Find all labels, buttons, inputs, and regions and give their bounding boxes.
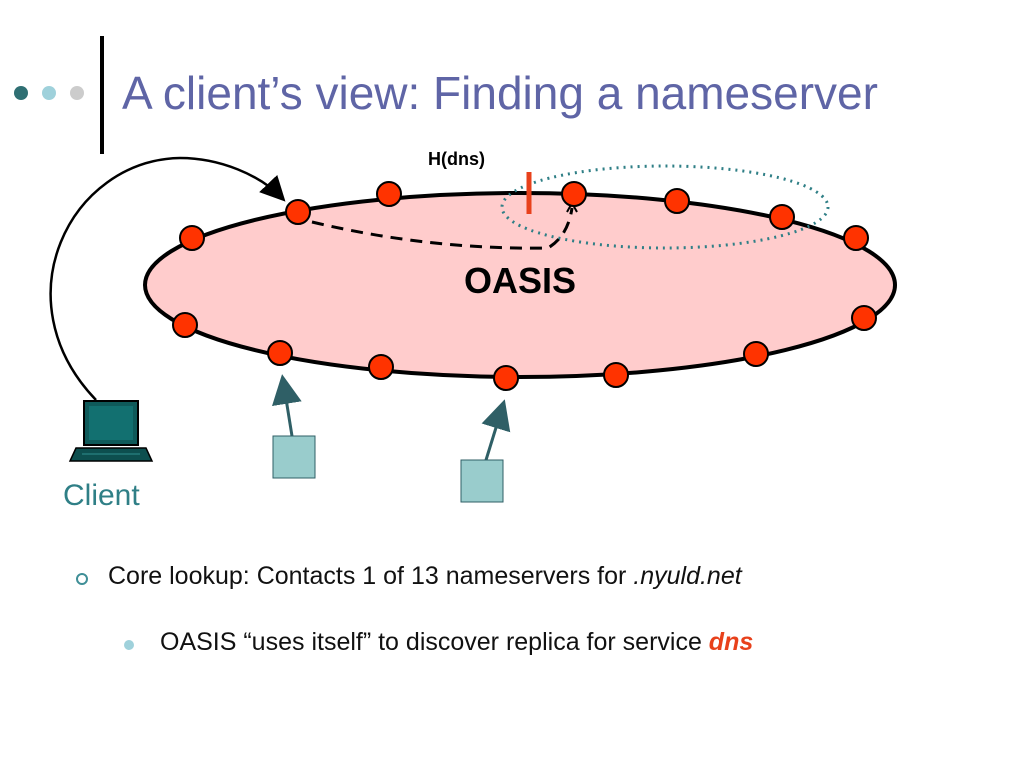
laptop-icon <box>68 400 154 462</box>
ring-node <box>843 225 869 251</box>
bullet-text-main: OASIS “uses itself” to discover replica … <box>160 628 709 656</box>
slide-title: A client’s view: Finding a nameserver <box>122 67 878 119</box>
ring-label: OASIS <box>464 260 576 301</box>
bullet-marker <box>76 573 88 585</box>
ring-node <box>851 305 877 331</box>
ring-node <box>493 365 519 391</box>
ring-node <box>743 341 769 367</box>
ring-node <box>376 181 402 207</box>
service-emphasis: dns <box>708 628 754 656</box>
decoration-dot <box>42 86 56 100</box>
replica-server-box <box>272 435 316 479</box>
oasis-ring <box>143 191 897 379</box>
ring-node <box>603 362 629 388</box>
lookup-path <box>311 207 574 250</box>
bullet-marker <box>124 640 134 650</box>
ring-node <box>285 199 311 225</box>
bullet-text: OASIS “uses itself” to discover replica … <box>160 628 753 657</box>
ring-node <box>664 188 690 214</box>
bullet-text: Core lookup: Contacts 1 of 13 nameserver… <box>108 562 742 591</box>
replica-server-box <box>460 459 504 503</box>
client-label: Client <box>63 479 140 512</box>
hash-label: H(dns) <box>428 149 485 169</box>
ring-node <box>561 181 587 207</box>
title-decoration-dots <box>14 86 94 106</box>
replica-arrow <box>271 374 302 437</box>
title-divider <box>100 36 104 154</box>
domain-emphasis: .nyuld.net <box>633 562 742 590</box>
ring-node <box>179 225 205 251</box>
ring-node <box>172 312 198 338</box>
bullet-text-main: Core lookup: Contacts 1 of 13 nameserver… <box>108 562 634 590</box>
decoration-dot <box>14 86 28 100</box>
decoration-dot <box>70 86 84 100</box>
dns-replica-region <box>500 164 830 250</box>
replica-arrow <box>481 399 511 461</box>
ring-nodes <box>172 181 877 391</box>
client-request-arrow <box>49 156 286 401</box>
ring-node <box>267 340 293 366</box>
ring-node <box>769 204 795 230</box>
ring-node <box>368 354 394 380</box>
